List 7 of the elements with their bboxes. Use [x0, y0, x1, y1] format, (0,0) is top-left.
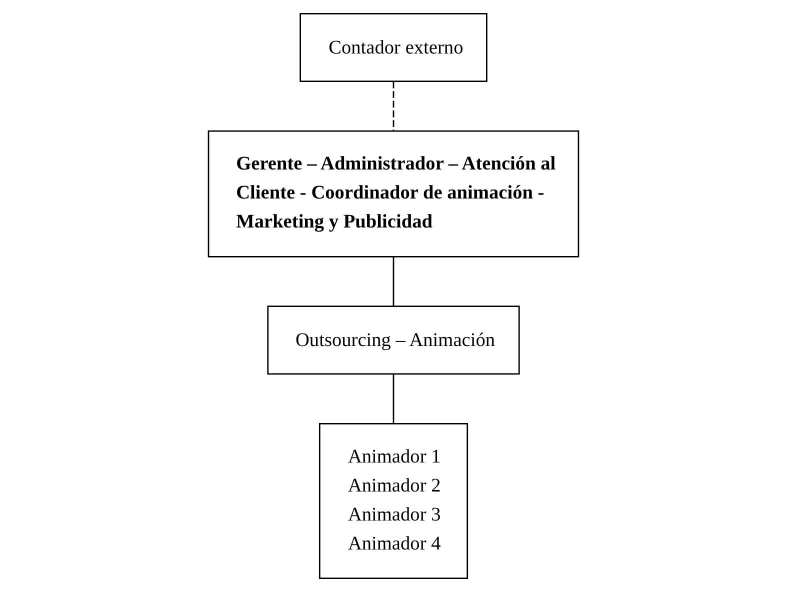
node-box: Animador 1 Animador 2 Animador 3 Animador 4: [318, 423, 468, 579]
connector: [392, 374, 394, 424]
node-box: Gerente – Administrador – Atención al Cliente - Coordinador de animación - Marketing y Publicidad: [207, 130, 579, 258]
connector: [392, 81, 394, 131]
connector: [392, 256, 394, 306]
node-box: Outsourcing – Animación: [266, 306, 520, 375]
node-box: Contador externo: [299, 13, 487, 82]
